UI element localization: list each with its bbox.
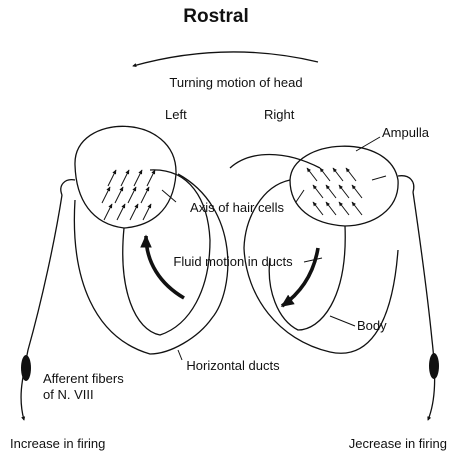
left-duct-inner-wall bbox=[123, 170, 210, 335]
left-ganglion bbox=[21, 355, 31, 381]
hair-cell-arrow bbox=[333, 168, 343, 181]
afferent-label-line2: of N. VIII bbox=[43, 387, 94, 402]
hair-cell-arrow bbox=[143, 204, 151, 220]
ducts-leader-left bbox=[178, 350, 182, 360]
right-ampulla bbox=[290, 146, 398, 226]
hair-cell-arrow bbox=[121, 170, 129, 186]
hair-cell-arrow bbox=[115, 187, 123, 203]
fluid-motion-label: Fluid motion in ducts bbox=[173, 254, 293, 269]
body-leader bbox=[330, 316, 355, 326]
horizontal-ducts-label: Horizontal ducts bbox=[186, 358, 280, 373]
hair-cell-arrow bbox=[313, 185, 323, 198]
axis-hair-cells-label: Axis of hair cells bbox=[190, 200, 284, 215]
body-label: Body bbox=[357, 318, 387, 333]
hair-cell-arrow bbox=[352, 185, 362, 198]
hair-cell-arrow bbox=[134, 170, 142, 186]
hair-cell-arrow bbox=[346, 168, 356, 181]
right-nerve-stub bbox=[398, 176, 414, 192]
diagram-title: Rostral bbox=[183, 6, 248, 27]
right-duct-top-wall bbox=[230, 155, 320, 169]
hair-cell-arrow bbox=[352, 202, 362, 215]
decrease-firing-label: Jecrease in firing bbox=[349, 436, 447, 451]
hair-cell-arrow bbox=[320, 168, 330, 181]
hair-cell-arrow bbox=[117, 204, 125, 220]
ampulla-leader-line bbox=[356, 137, 380, 151]
ampulla-label: Ampulla bbox=[382, 125, 430, 140]
left-nerve-stub bbox=[61, 180, 75, 195]
turning-motion-label: Turning motion of head bbox=[169, 75, 302, 90]
hair-cell-arrow bbox=[141, 187, 149, 203]
right-hair-cell-arrows bbox=[307, 168, 362, 215]
left-label: Left bbox=[165, 107, 187, 122]
hair-cell-arrow bbox=[326, 202, 336, 215]
right-label: Right bbox=[264, 107, 295, 122]
afferent-label-line1: Afferent fibers bbox=[43, 371, 124, 386]
hair-cell-arrow bbox=[339, 202, 349, 215]
hair-cell-arrow bbox=[307, 168, 317, 181]
ampulla-inner-leader bbox=[372, 176, 386, 180]
hair-cell-arrow bbox=[102, 187, 110, 203]
hair-cell-arrow bbox=[339, 185, 349, 198]
left-hair-cell-arrows bbox=[102, 170, 155, 220]
turning-motion-arrow bbox=[133, 52, 318, 66]
hair-cell-arrow bbox=[326, 185, 336, 198]
right-afferent-nerve bbox=[413, 192, 435, 420]
hair-cell-arrow bbox=[104, 204, 112, 220]
hair-cell-arrow bbox=[130, 204, 138, 220]
increase-firing-label: Increase in firing bbox=[10, 436, 105, 451]
hair-cell-arrow bbox=[147, 170, 155, 186]
hair-cell-arrow bbox=[108, 170, 116, 186]
right-ganglion bbox=[429, 353, 439, 379]
axis-leader-right bbox=[296, 190, 304, 202]
hair-cell-arrow bbox=[313, 202, 323, 215]
hair-cell-arrow bbox=[128, 187, 136, 203]
